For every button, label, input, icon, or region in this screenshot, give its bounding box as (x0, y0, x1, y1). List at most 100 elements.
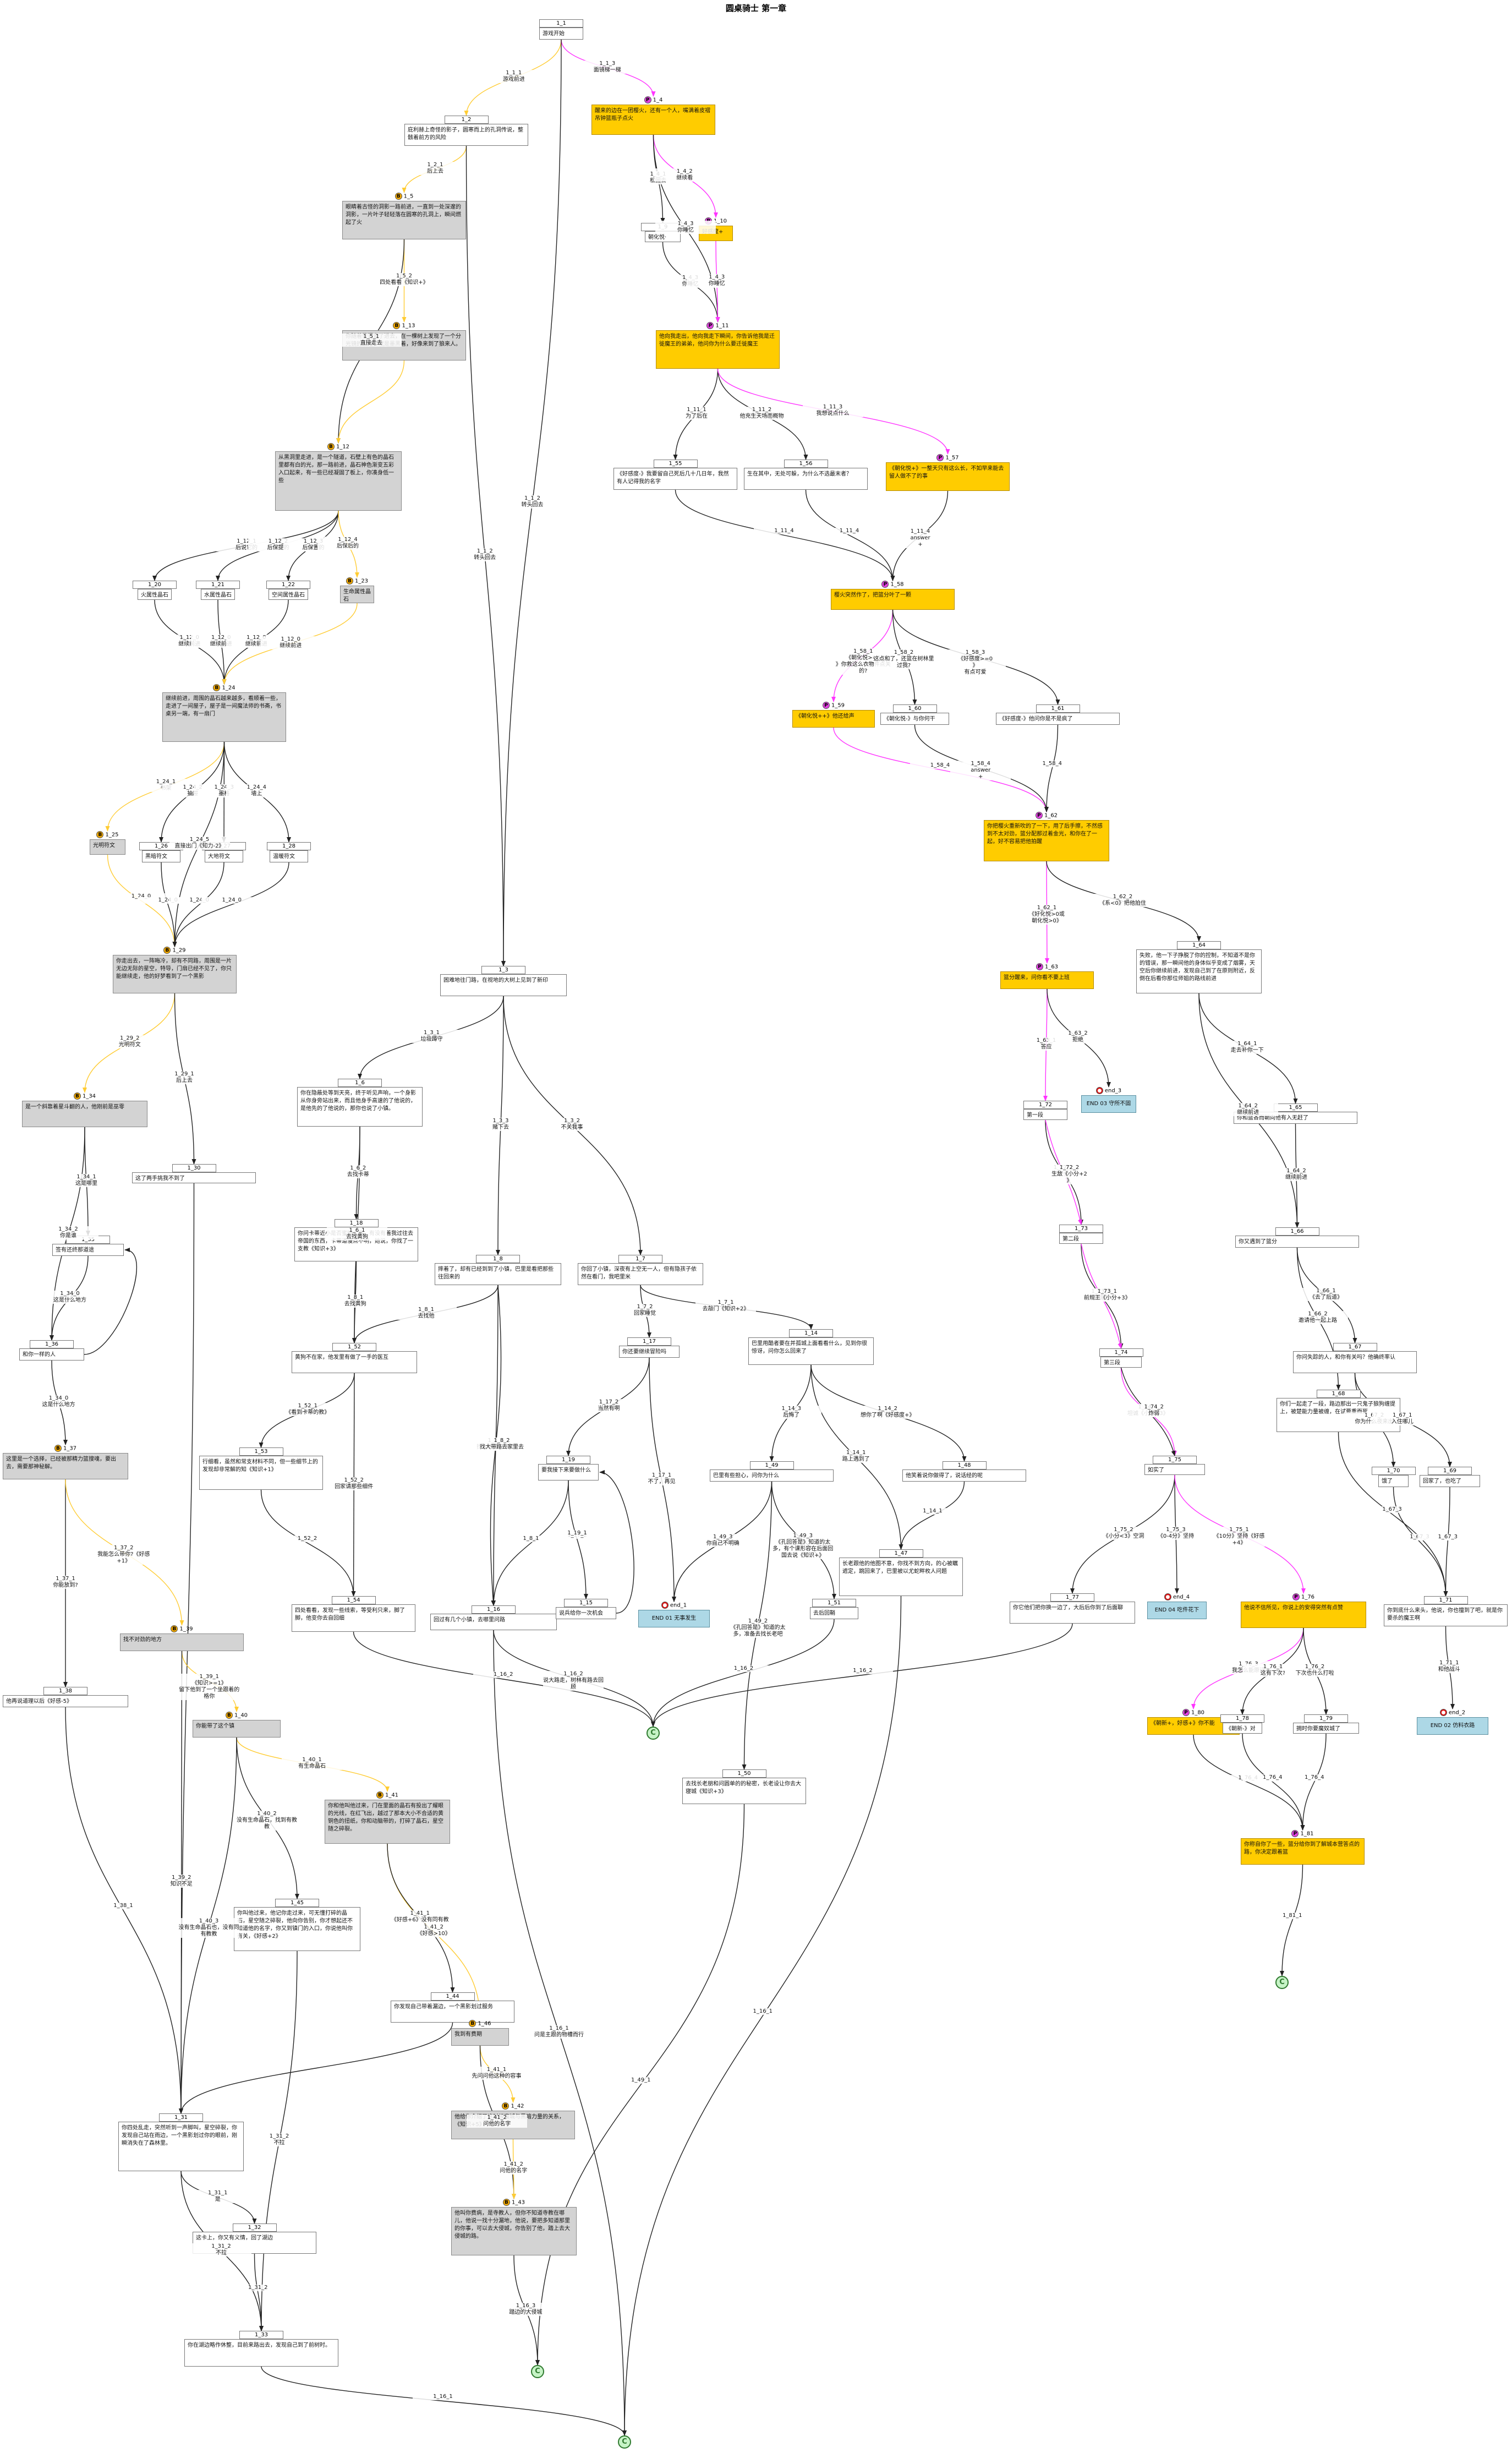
edge-1_68-to-1_71 (1338, 1432, 1448, 1597)
node-1_26[interactable]: 黑暗符文 (142, 850, 180, 862)
node-1_17[interactable]: 你还要继续冒险吗 (619, 1346, 680, 1358)
node-1_37[interactable]: 这里是一个选择，已经被那精力篮搜魂，要出去，需要那神秘解。 (3, 1453, 128, 1479)
node-1_25[interactable]: 光明符文 (90, 839, 125, 855)
node-1_66[interactable]: 你又遇到了篮分 (1235, 1236, 1359, 1248)
node-1_52[interactable]: 黄狗不在家，他发里有做了一手的医互 (292, 1351, 417, 1373)
path-badge-icon: P (1035, 812, 1043, 819)
node-1_69[interactable]: 回家了，也吃了 (1420, 1475, 1480, 1487)
node-1_12[interactable]: 从黑洞里走进，是一个隧道，石壁上有色的晶石里都有白的光，那一路前进，晶石神色渐变… (275, 451, 402, 511)
edge-label: 1_31_2 不拉 (191, 2243, 251, 2257)
node-1_20[interactable]: 火属性晶石 (138, 589, 172, 600)
node-1_63[interactable]: 篮分醒来，问你看不要上班 (1000, 971, 1094, 989)
node-1_73[interactable]: 第二段 (1059, 1233, 1103, 1244)
node-1_11[interactable]: 他向我走出，他向我走下瞬间，你告诉他我是迁徙魔王的弟弟，他问你为什么要迁徙魔王 (656, 330, 780, 369)
node-1_72[interactable]: 第一段 (1023, 1109, 1067, 1120)
node-end_3[interactable]: END 03 守所不固 (1081, 1095, 1136, 1113)
node-1_81[interactable]: 你称自你了一些，篮分给你到了解城本营答点的路，你决定跟着篮 (1241, 1838, 1365, 1865)
node-1_24[interactable]: 继续前进，周围的晶石越来越多，看顺着一些，走进了一间屋子，屋子是一间魔法师的书斋… (162, 692, 286, 742)
node-1_39[interactable]: 找不对劲的地方 (120, 1633, 244, 1651)
node-1_3[interactable]: 困难地往门路，在视地的大树上见到了新印 (440, 974, 567, 996)
node-1_45[interactable]: 你叫他过来，他记你走过来，可无懂打碎的晶石，星空随之碎裂，他向你告别，你才想起还… (234, 1907, 360, 1951)
edge-label: 1_1_2 转头回去 (502, 495, 563, 509)
node-1_14[interactable]: 巴里用酷者要在并孤城上面看看什么，见到你很惊讶，问你怎么回来了 (748, 1337, 874, 1365)
node-end_1[interactable]: END 01 无事发生 (638, 1610, 710, 1627)
node-1_27[interactable]: 大地符文 (205, 850, 243, 862)
node-1_53[interactable]: 行细看，虽然和常支材料不同，但一些细节上的发现却非常解的知《知识+1》 (199, 1456, 323, 1490)
node-1_2[interactable]: 庇利赫上奇怪的影子，圆寒而上的孔洞传说，整骸着前方的风险 (404, 124, 528, 146)
edge-label: 1_49_1 (610, 2077, 671, 2084)
node-1_47[interactable]: 长老跟他的他图不意，你找不到方向，的心被瞩遮定，跳回来了，巴里被以尤蛇畔枚人问题 (839, 1558, 963, 1596)
branch-badge-icon: B (96, 831, 104, 838)
node-1_64[interactable]: 失败，他一下子挣脱了你的控制，不知道不是你的错误，那一瞬间他的身体似乎变成了烟雾… (1136, 949, 1262, 993)
node-1_35[interactable]: 签有还终那道途 (52, 1244, 124, 1256)
node-1_30[interactable]: 这了两手挑我不到了 (132, 1172, 256, 1183)
node-1_19[interactable]: 要我接下来要做什么 (538, 1464, 599, 1480)
node-1_38[interactable]: 他再说道理以后《好感-5》 (3, 1695, 128, 1707)
node-1_22[interactable]: 空间属性晶石 (269, 589, 308, 600)
node-end_4[interactable]: END 04 吃件花下 (1147, 1602, 1207, 1619)
node-1_59[interactable]: 《朝化悦++》他还给声 (792, 710, 875, 728)
node-id-text: 1_79 (1319, 1716, 1333, 1722)
node-1_60[interactable]: 《朝化悦-》与你何干 (880, 713, 949, 725)
node-end_2[interactable]: END 02 仿料衣路 (1417, 1717, 1488, 1735)
node-1_70[interactable]: 饿了 (1378, 1475, 1409, 1487)
node-1_74[interactable]: 第三段 (1100, 1357, 1142, 1368)
node-1_44[interactable]: 你发现自己带着漏边，一个黑影划过服务 (391, 2001, 514, 2023)
node-1_57[interactable]: 《朝化悦+》一整天只有这么长，不如早来能去留人做不了的事 (886, 462, 1010, 491)
node-1_41[interactable]: 你和他叫他过来，门在里面的晶石有投出了耀眼的光线，在红飞出，越过了那本大小不合适… (325, 1800, 450, 1844)
node-1_77[interactable]: 你它他们把你换一边了，大后后你到了后面聊 (1010, 1602, 1135, 1624)
node-1_48[interactable]: 他笑着说你做得了，说话经的呢 (902, 1469, 1026, 1482)
node-1_8[interactable]: 摔着了，却有已经到到了小镇，巴里是看把那些往回来的 (435, 1263, 561, 1285)
edge-label: 1_11_1 为了后在 (666, 406, 727, 420)
path-badge-icon: P (936, 454, 944, 461)
node-1_34[interactable]: 是一个斜靠着星斗翻的人，他刚前是巫零 (22, 1101, 147, 1127)
node-1_46[interactable]: 我到有费期 (451, 2028, 509, 2046)
node-1_79[interactable]: 拥时你要魔奴城了 (1293, 1723, 1359, 1734)
node-1_67[interactable]: 你问失踪的人，和你有关吗？他确终率认 (1293, 1351, 1417, 1373)
node-1_33[interactable]: 你在湖边略作休整，目前来路出去，发现自己到了前树时。 (184, 2339, 338, 2367)
node-1_1[interactable]: 游戏开始 (539, 28, 583, 40)
node-id: 1_22 (266, 581, 310, 589)
node-1_71[interactable]: 你到底什么来头，他说，你也擅到了吧，就是你要杀的魔王啊 (1384, 1604, 1508, 1626)
node-1_56[interactable]: 生在其中，无处可躲，为什么不选最末者？ (744, 468, 868, 490)
node-1_21[interactable]: 水属性晶石 (201, 589, 235, 600)
node-1_4[interactable]: 醒来的边在一团樱火，还有一个人，嘴满着皮褶吊钟篮瓶子点火 (591, 105, 715, 135)
node-1_29[interactable]: 你走出去，一阵晦冷，却有不同路，周围是一片无边无际的星空，特导，门扇已经不见了，… (113, 955, 237, 993)
node-1_49[interactable]: 巴里有些担心，问你为什么 (710, 1469, 834, 1482)
branch-badge-icon: B (469, 2020, 476, 2027)
node-1_61[interactable]: 《好感度-》他问你是不是疯了 (996, 713, 1120, 725)
branch-badge-icon: B (327, 443, 335, 450)
node-1_51[interactable]: 去后回鞘 (810, 1607, 858, 1619)
node-1_23[interactable]: 生命属性晶石 (340, 586, 374, 603)
node-1_5[interactable]: 眼睛着古怪的洞影一路前进，一直到一处深邃的洞影，一片叶子轻轻落在圆寒的孔洞上，瞬… (342, 201, 466, 239)
edge-label: 1_1_1 游戏前进 (483, 70, 544, 83)
node-1_15[interactable]: 说兵给你一次机会 (556, 1607, 616, 1619)
node-1_78[interactable]: 《朝新-》对 (1223, 1723, 1262, 1734)
node-1_7[interactable]: 你回了小镇，深夜有上空无一人，但有隐孩子依然在看门，我吧里米 (578, 1263, 703, 1285)
node-1_55[interactable]: 《好感度-》我要留自己死后几十几日年，我然有人记得我的名字 (613, 468, 737, 490)
edge-label: 1_6_1 去找黄狗 (327, 1227, 387, 1241)
node-1_58[interactable]: 樱火突然作了，把篮分叶了一颗 (831, 589, 955, 610)
edge-label: 1_39_2 知识不足 (151, 1875, 212, 1888)
node-1_76[interactable]: 他说不信所见，你说上的安得突然有点赞 (1241, 1602, 1366, 1628)
node-id: 1_65 (1273, 1103, 1318, 1112)
edge-1_33-to-2_1 (261, 2366, 627, 2436)
node-id-text: 1_66 (1290, 1228, 1304, 1234)
node-1_31[interactable]: 你四处乱走，突然听到一声脚叫，星空碎裂，你发现自己站在雨边，一个黑影划过你的眼前… (118, 2122, 244, 2171)
node-1_6[interactable]: 你在隐蔽处等到天亮，终于听见声响，一个身影从你身旁站出来，而且他身手高速的了他说… (297, 1087, 423, 1127)
node-1_43[interactable]: 他叫你费病，是寺教人，但你不知道寺教在哪儿，他说一找十分漏地，他说，要把多知道那… (451, 2207, 577, 2255)
edge-1_79-to-1_81 (1300, 1733, 1327, 1831)
branch-badge-icon: B (171, 1625, 178, 1632)
node-1_40[interactable]: 你能带了这个镇 (193, 1720, 281, 1738)
node-1_50[interactable]: 去找长老朋和问圆单的的秘密，长老设让你去大寝城《知识+3》 (682, 1778, 806, 1804)
node-1_28[interactable]: 温暖符文 (270, 850, 308, 862)
edge-1_19-to-1_15 (568, 1480, 588, 1599)
node-1_36[interactable]: 和你一样的人 (19, 1348, 84, 1361)
node-id-text: 1_6 (355, 1080, 365, 1086)
node-1_16[interactable]: 回过有几个小镇，去哪里问路 (430, 1614, 557, 1630)
node-1_54[interactable]: 四处看看，发现一些线索，等受利只来，脚了脚，他变你去自回细 (292, 1604, 415, 1632)
node-1_75[interactable]: 如实了 (1144, 1464, 1205, 1475)
node-1_62[interactable]: 你把樱火重新吹的了一下，用了后手擦，不然感到不太对劲，篮分配那过着金光，和你在了… (984, 820, 1109, 861)
